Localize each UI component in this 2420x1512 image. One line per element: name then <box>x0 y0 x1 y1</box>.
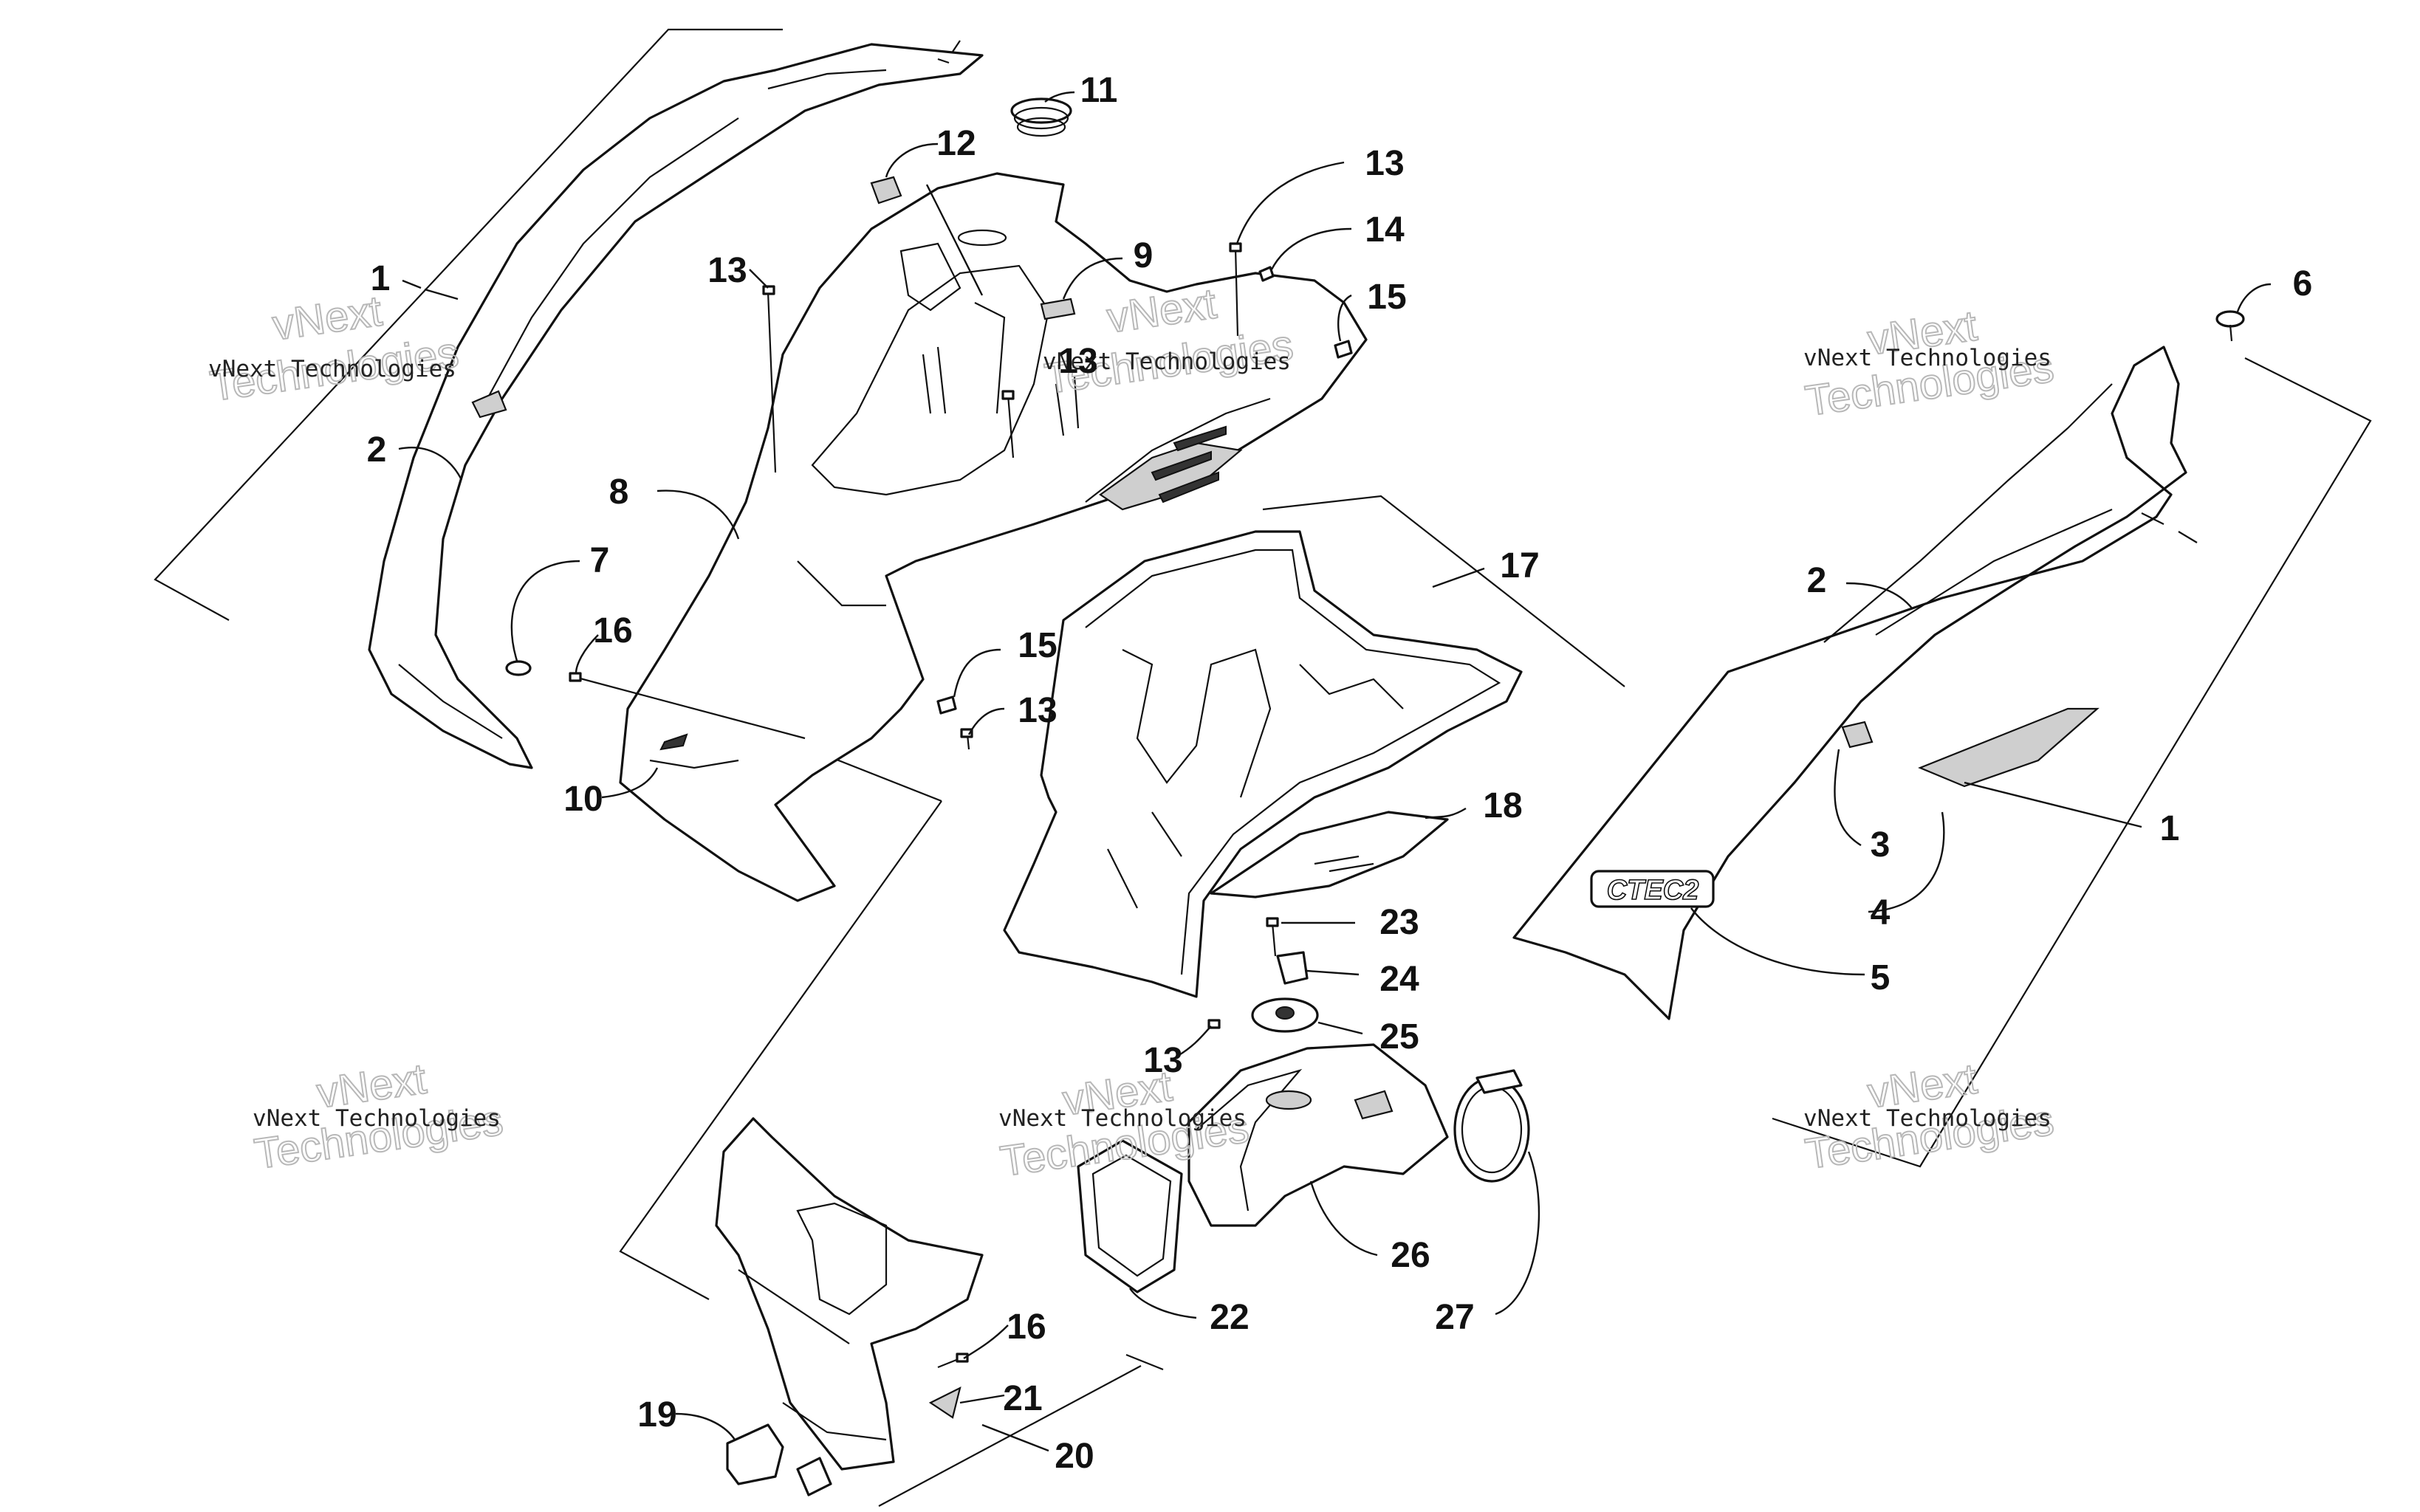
watermark-4-small: vNext Technologies <box>253 1105 501 1132</box>
callout-12: 12 <box>936 124 976 163</box>
bolt-23 <box>1266 917 1279 957</box>
callout-10: 10 <box>563 780 603 819</box>
decal-5: CTEC2 <box>1590 870 1715 908</box>
callout-7: 7 <box>590 541 610 580</box>
watermark-4: vNext Technologies vNext Technologies <box>251 1054 507 1179</box>
callout-25: 25 <box>1379 1017 1419 1056</box>
callout-8: 8 <box>609 472 629 512</box>
group-bracket-right-side-panel <box>1772 357 2372 1168</box>
callout-20: 20 <box>1055 1437 1094 1476</box>
clip-15a <box>1334 340 1353 359</box>
callout-2-left: 2 <box>367 430 387 470</box>
decal-5-text: CTEC2 <box>1607 875 1699 906</box>
watermark-3: vNext Technologies vNext Technologies <box>1802 300 2057 426</box>
callout-13-hood-right: 13 <box>1365 144 1404 183</box>
duct-seal-22 <box>1077 1139 1183 1293</box>
callout-9: 9 <box>1134 236 1154 275</box>
pad-12 <box>870 176 902 205</box>
callout-19: 19 <box>637 1395 676 1434</box>
leader-lines <box>398 91 2272 1452</box>
intake-duct-26 <box>1187 1043 1449 1227</box>
callout-16-lower: 16 <box>1007 1307 1046 1347</box>
clip-14 <box>1258 266 1275 282</box>
pad-9 <box>1040 298 1076 320</box>
callout-4: 4 <box>1871 893 1891 932</box>
air-box-gasket-18 <box>1210 811 1449 898</box>
watermark-5-small: vNext Technologies <box>998 1105 1247 1132</box>
hose-clamp-27 <box>1453 1069 1530 1183</box>
bracket-24 <box>1276 951 1309 985</box>
watermark-6: vNext Technologies vNext Technologies <box>1802 1054 2057 1179</box>
fuel-cap-11 <box>1010 97 1072 137</box>
watermark-1-small: vNext Technologies <box>208 356 456 382</box>
left-side-panel <box>368 40 984 769</box>
group-bracket-air-box <box>1262 495 1625 687</box>
callout-18: 18 <box>1483 786 1522 825</box>
screw-6 <box>2215 310 2245 342</box>
watermark-3-small: vNext Technologies <box>1803 345 2051 371</box>
group-bracket-bottom <box>878 1353 1164 1507</box>
callout-23: 23 <box>1379 903 1419 942</box>
watermark-6-small: vNext Technologies <box>1803 1105 2051 1132</box>
callout-13-hood-left: 13 <box>707 251 747 290</box>
screws-13 <box>762 242 1242 1029</box>
callout-15-side: 15 <box>1018 626 1057 665</box>
callout-21: 21 <box>1003 1379 1042 1418</box>
callout-1-left: 1 <box>371 259 391 298</box>
rod-16-lower <box>937 1353 969 1369</box>
callout-labels: 1 2 7 16 10 8 13 12 11 9 13 13 14 15 15 … <box>367 71 2313 1476</box>
callout-11: 11 <box>1080 71 1118 110</box>
callout-26: 26 <box>1391 1236 1430 1275</box>
callout-14: 14 <box>1365 210 1405 250</box>
air-box-17 <box>1003 530 1523 998</box>
clip-15b <box>936 695 957 715</box>
callout-24: 24 <box>1379 960 1419 999</box>
lower-nose-panel <box>715 1117 984 1471</box>
callout-15-hood: 15 <box>1367 278 1406 317</box>
grommet-25 <box>1251 997 1319 1033</box>
callout-13-hood-center: 13 <box>1058 342 1097 381</box>
clip-19 <box>726 1423 832 1496</box>
callout-13-duct: 13 <box>1143 1041 1182 1080</box>
callout-17: 17 <box>1500 546 1539 585</box>
group-bracket-left-hood <box>154 28 783 621</box>
callout-13-side: 13 <box>1018 691 1057 730</box>
callout-27: 27 <box>1435 1298 1474 1337</box>
watermark-1: vNext Technologies vNext Technologies <box>207 286 462 411</box>
callout-5: 5 <box>1871 958 1891 997</box>
callout-16-upper: 16 <box>593 611 632 650</box>
grommet-ring-7 <box>505 660 532 676</box>
callout-22: 22 <box>1210 1298 1249 1337</box>
main-hood-8 <box>619 172 1368 902</box>
callout-2-right: 2 <box>1807 561 1827 600</box>
callout-1-right: 1 <box>2160 809 2180 848</box>
callout-6: 6 <box>2293 264 2313 303</box>
watermark-2-small: vNext Technologies <box>1043 348 1291 375</box>
callout-3: 3 <box>1871 825 1891 865</box>
right-side-panel <box>1512 346 2198 1020</box>
